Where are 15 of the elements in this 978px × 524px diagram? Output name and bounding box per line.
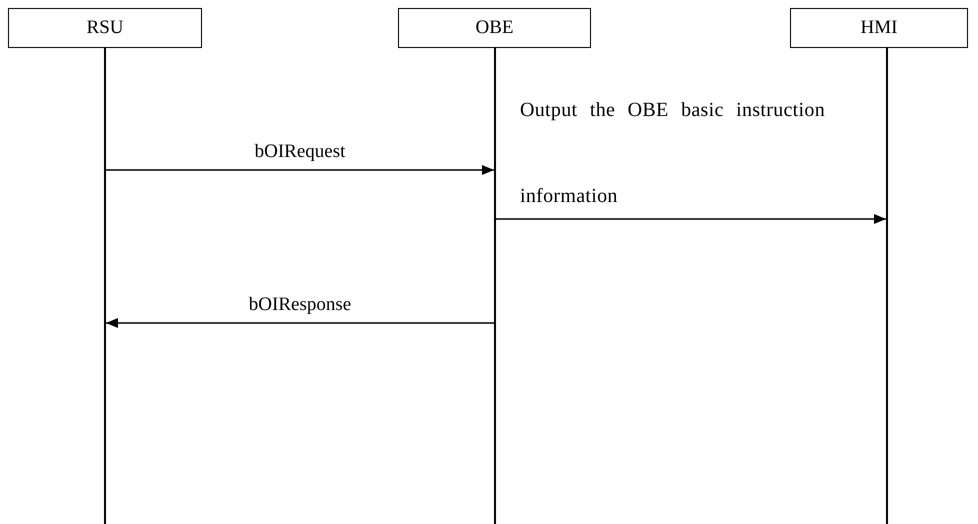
lifeline: [494, 48, 496, 524]
participant-box: [8, 8, 202, 48]
participant-name: OBE: [476, 17, 514, 39]
participant-name: HMI: [860, 17, 898, 39]
message-label: bOIResponse: [248, 293, 352, 317]
lifeline: [104, 48, 106, 524]
message-label: Output the OBE basic instruction information: [520, 98, 825, 209]
message-arrow: [106, 318, 494, 328]
message-label: bOIRequest: [254, 140, 346, 164]
message-arrow: [496, 214, 886, 224]
participant-box: [398, 8, 591, 48]
participant-box: [790, 8, 968, 48]
lifeline: [886, 48, 888, 524]
participant-name: RSU: [86, 17, 124, 39]
message-arrow: [106, 165, 494, 175]
